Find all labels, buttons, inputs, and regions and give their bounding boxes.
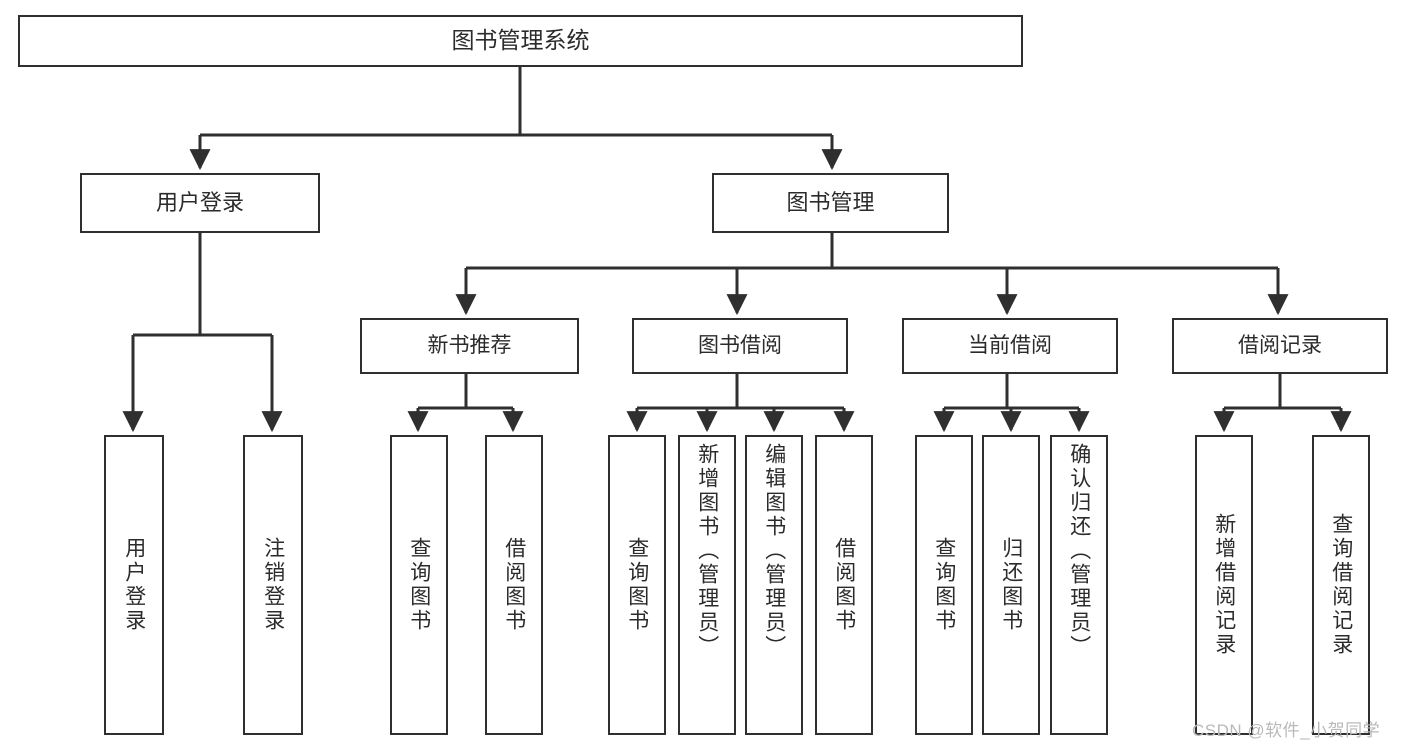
node-level1[interactable]: 图书管理 — [712, 173, 949, 233]
node-leaf[interactable]: 用户登录 — [104, 435, 164, 735]
node-label: 用户登录 — [155, 189, 244, 215]
node-leaf[interactable]: 编辑图书（管理员） — [745, 435, 803, 735]
node-root[interactable]: 图书管理系统 — [18, 15, 1023, 67]
node-leaf[interactable]: 注销登录 — [243, 435, 303, 735]
node-leaf[interactable]: 查询图书 — [390, 435, 448, 735]
node-label-vertical: 查询借阅记录 — [1329, 513, 1353, 657]
node-leaf[interactable]: 确认归还（管理员） — [1050, 435, 1108, 735]
node-label: 新书推荐 — [427, 334, 512, 358]
node-label-vertical: 查询图书 — [625, 537, 649, 633]
csdn-watermark: CSDN @软件_小贺同学 — [1192, 721, 1381, 740]
node-level2[interactable]: 新书推荐 — [360, 318, 579, 374]
node-label-vertical: 归还图书 — [999, 537, 1023, 633]
node-label-vertical: 借阅图书 — [832, 537, 856, 633]
node-label: 借阅记录 — [1238, 334, 1322, 358]
node-label: 图书借阅 — [698, 334, 782, 358]
node-level2[interactable]: 图书借阅 — [632, 318, 848, 374]
node-label: 当前借阅 — [968, 334, 1052, 358]
node-label-vertical: 借阅图书 — [502, 537, 526, 633]
node-label: 图书管理系统 — [451, 27, 590, 54]
node-label-vertical: 新增借阅记录 — [1212, 513, 1236, 657]
node-level2[interactable]: 借阅记录 — [1172, 318, 1388, 374]
node-leaf[interactable]: 新增图书（管理员） — [678, 435, 736, 735]
node-leaf[interactable]: 新增借阅记录 — [1195, 435, 1253, 735]
node-level2[interactable]: 当前借阅 — [902, 318, 1118, 374]
node-label-vertical: 查询图书 — [407, 537, 431, 633]
node-label-vertical: 注销登录 — [261, 537, 285, 633]
node-label-vertical: 用户登录 — [122, 537, 146, 633]
node-label-vertical: 确认归还（管理员） — [1067, 443, 1091, 659]
node-label-vertical: 新增图书（管理员） — [695, 443, 719, 659]
node-label-vertical: 查询图书 — [932, 537, 956, 633]
node-label-vertical: 编辑图书（管理员） — [762, 443, 786, 659]
node-leaf[interactable]: 借阅图书 — [485, 435, 543, 735]
node-leaf[interactable]: 查询图书 — [915, 435, 973, 735]
node-leaf[interactable]: 归还图书 — [982, 435, 1040, 735]
node-level1[interactable]: 用户登录 — [80, 173, 320, 233]
node-leaf[interactable]: 借阅图书 — [815, 435, 873, 735]
node-leaf[interactable]: 查询借阅记录 — [1312, 435, 1370, 735]
node-leaf[interactable]: 查询图书 — [608, 435, 666, 735]
node-label: 图书管理 — [786, 189, 875, 215]
